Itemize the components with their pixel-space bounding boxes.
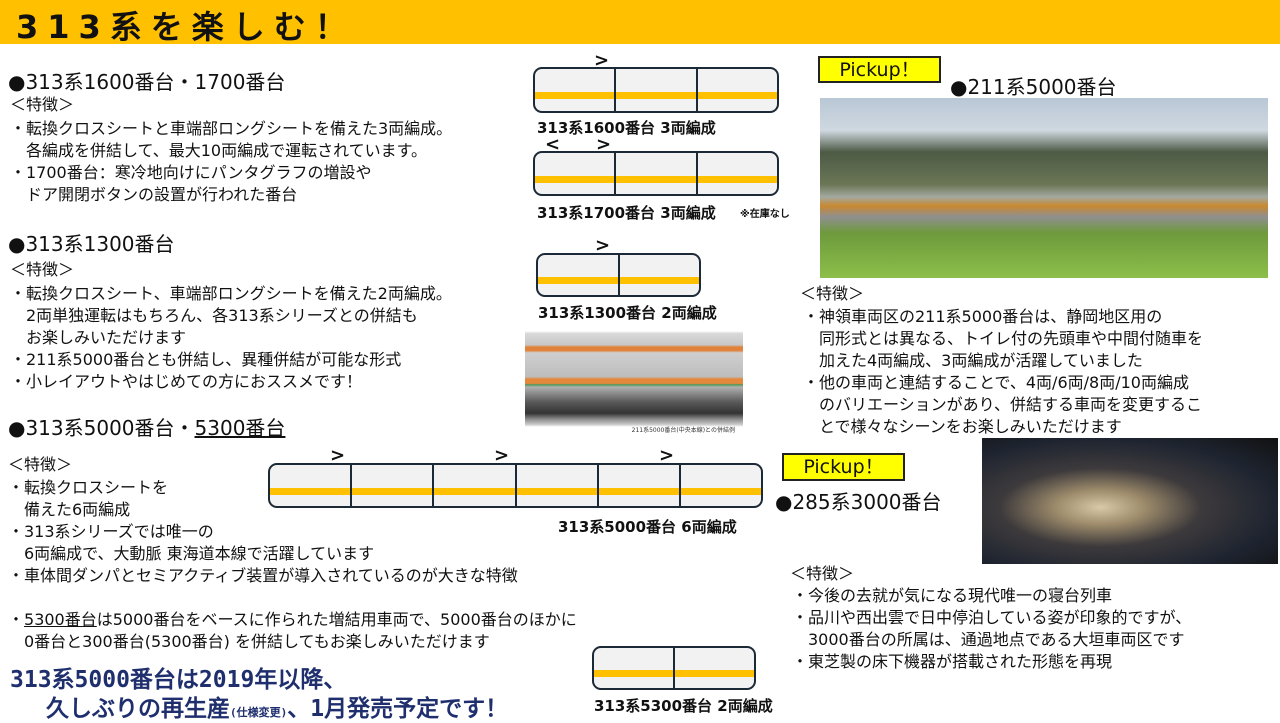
- list-item: 同形式とは異なる、トイレ付の先頭車や中間付随車を: [803, 329, 1204, 348]
- section-title-5000: ●313系5000番台・5300番台: [8, 412, 285, 441]
- title-part: ●313系5000番台・: [8, 416, 195, 440]
- list-item: 2両単独運転はもちろん、各313系シリーズとの併結も: [10, 306, 418, 325]
- feature-heading: ＜特徴＞: [10, 95, 75, 114]
- list-item: 6両編成で、大動脈 東海道本線で活躍しています: [8, 544, 375, 563]
- coupling-photo: 211系5000番台(中央本線)との併結例: [525, 322, 743, 436]
- text: 久しぶりの再生産: [46, 696, 230, 722]
- feature-list-211: ・神領車両区の211系5000番台は、静岡地区用の 同形式とは異なる、トイレ付の…: [803, 306, 1203, 438]
- list-item: ・小レイアウトやはじめての方におススメです！: [10, 372, 363, 391]
- page-title: 313系を楽しむ！: [16, 8, 356, 46]
- feature-list-5000: ・転換クロスシートを 備えた6両編成 ・313系シリーズでは唯一の 6両編成で、…: [8, 477, 518, 587]
- train-label-1300: 313系1300番台 2両編成: [538, 304, 717, 322]
- train-diagram-1300: [536, 253, 701, 297]
- list-item: ・車体間ダンパとセミアクティブ装置が導入されているのが大きな特徴: [8, 566, 518, 585]
- list-item: ・東芝製の床下機器が搭載された形態を再現: [792, 652, 1113, 671]
- list-item: 加えた4両編成、3両編成が活躍していました: [803, 351, 1143, 370]
- announcement-line-2: 久しぶりの再生産(仕様変更)、1月発売予定です！: [46, 689, 508, 723]
- pickup-badge: Pickup！: [782, 453, 905, 481]
- title-part-underlined: 5300番台: [194, 416, 286, 440]
- photo-caption: 211系5000番台(中央本線)との併結例: [631, 427, 735, 434]
- list-item: ・211系5000番台とも併結し、異種併結が可能な形式: [10, 350, 402, 369]
- train-label-5300: 313系5300番台 2両編成: [594, 697, 773, 715]
- train-photo-211: [820, 98, 1268, 278]
- list-item: ・転換クロスシート、車端部ロングシートを備えた2両編成。: [10, 284, 452, 303]
- list-item: ・転換クロスシートを: [8, 478, 169, 497]
- train-diagram-5000: [268, 463, 763, 508]
- direction-arrow-icon: >: [659, 445, 675, 466]
- feature-heading: ＜特徴＞: [10, 260, 75, 279]
- header-bar: 313系を楽しむ！: [0, 0, 1280, 46]
- text: 、1月発売予定です！: [287, 696, 509, 722]
- section-title-285: ●285系3000番台: [775, 490, 942, 514]
- list-item: 各編成を併結して、最大10両編成で運転されています。: [10, 141, 428, 160]
- list-item: ・神領車両区の211系5000番台は、静岡地区用の: [803, 307, 1163, 326]
- direction-arrow-icon: >: [330, 445, 346, 466]
- feature-list-1600: ・転換クロスシートと車端部ロングシートを備えた3両編成。 各編成を併結して、最大…: [10, 118, 452, 206]
- feature-list-285: ・今後の去就が気になる現代唯一の寝台列車 ・品川や西出雲で日中停泊している姿が印…: [792, 585, 1191, 673]
- note: (仕様変更): [230, 706, 288, 719]
- direction-arrow-icon: >: [596, 134, 612, 155]
- list-item: 備えた6両編成: [8, 500, 131, 519]
- train-diagram-1600: [533, 67, 779, 113]
- feature-list-1300: ・転換クロスシート、車端部ロングシートを備えた2両編成。 2両単独運転はもちろん…: [10, 283, 452, 393]
- section-title-211: ●211系5000番台: [950, 75, 1117, 99]
- list-item: ・5300番台は5000番台をベースに作られた増結用車両で、5000番台のほかに: [8, 609, 577, 631]
- train-photo-285: [982, 438, 1278, 564]
- direction-arrow-icon: >: [595, 235, 611, 256]
- announcement-line-1: 313系5000番台は2019年以降、: [10, 667, 347, 693]
- list-item: ・品川や西出雲で日中停泊している姿が印象的ですが、: [792, 608, 1192, 627]
- stock-note: ※在庫なし: [740, 209, 790, 220]
- train-diagram-1700: [533, 151, 779, 196]
- section-title-1600: ●313系1600番台・1700番台: [8, 70, 286, 94]
- train-label-1700: 313系1700番台 3両編成: [537, 204, 716, 222]
- underlined-term: 5300番台: [24, 610, 97, 629]
- train-label-1600: 313系1600番台 3両編成: [537, 119, 716, 137]
- train-diagram-5300: [592, 646, 756, 690]
- section-title-1300: ●313系1300番台: [8, 232, 175, 256]
- direction-arrow-icon: >: [594, 50, 610, 71]
- feature-heading: ＜特徴＞: [790, 564, 855, 583]
- list-item: 0番台と300番台(5300番台) を併結してもお楽しみいただけます: [8, 632, 490, 651]
- feature-heading: ＜特徴＞: [800, 284, 865, 303]
- list-item: ・1700番台：寒冷地向けにパンタグラフの増設や: [10, 163, 372, 182]
- feature-list-5300: ・5300番台は5000番台をベースに作られた増結用車両で、5000番台のほかに…: [8, 609, 577, 653]
- feature-heading: ＜特徴＞: [8, 455, 73, 474]
- pickup-badge: Pickup！: [818, 56, 941, 83]
- text: は5000番台をベースに作られた増結用車両で、5000番台のほかに: [96, 610, 577, 629]
- bullet: ・: [8, 610, 25, 629]
- list-item: ・転換クロスシートと車端部ロングシートを備えた3両編成。: [10, 119, 453, 138]
- direction-arrow-icon: >: [494, 445, 510, 466]
- list-item: ・他の車両と連結することで、4両/6両/8両/10両編成: [803, 373, 1189, 392]
- train-label-5000: 313系5000番台 6両編成: [558, 518, 737, 536]
- list-item: 3000番台の所属は、通過地点である大垣車両区です: [792, 630, 1185, 649]
- list-item: ・今後の去就が気になる現代唯一の寝台列車: [792, 586, 1113, 605]
- list-item: ドア開閉ボタンの設置が行われた番台: [10, 185, 298, 204]
- list-item: のバリエーションがあり、併結する車両を変更するこ: [803, 395, 1203, 414]
- direction-arrow-icon: <: [545, 134, 561, 155]
- list-item: ・313系シリーズでは唯一の: [8, 522, 214, 541]
- list-item: お楽しみいただけます: [10, 328, 187, 347]
- list-item: とで様々なシーンをお楽しみいただけます: [803, 417, 1122, 436]
